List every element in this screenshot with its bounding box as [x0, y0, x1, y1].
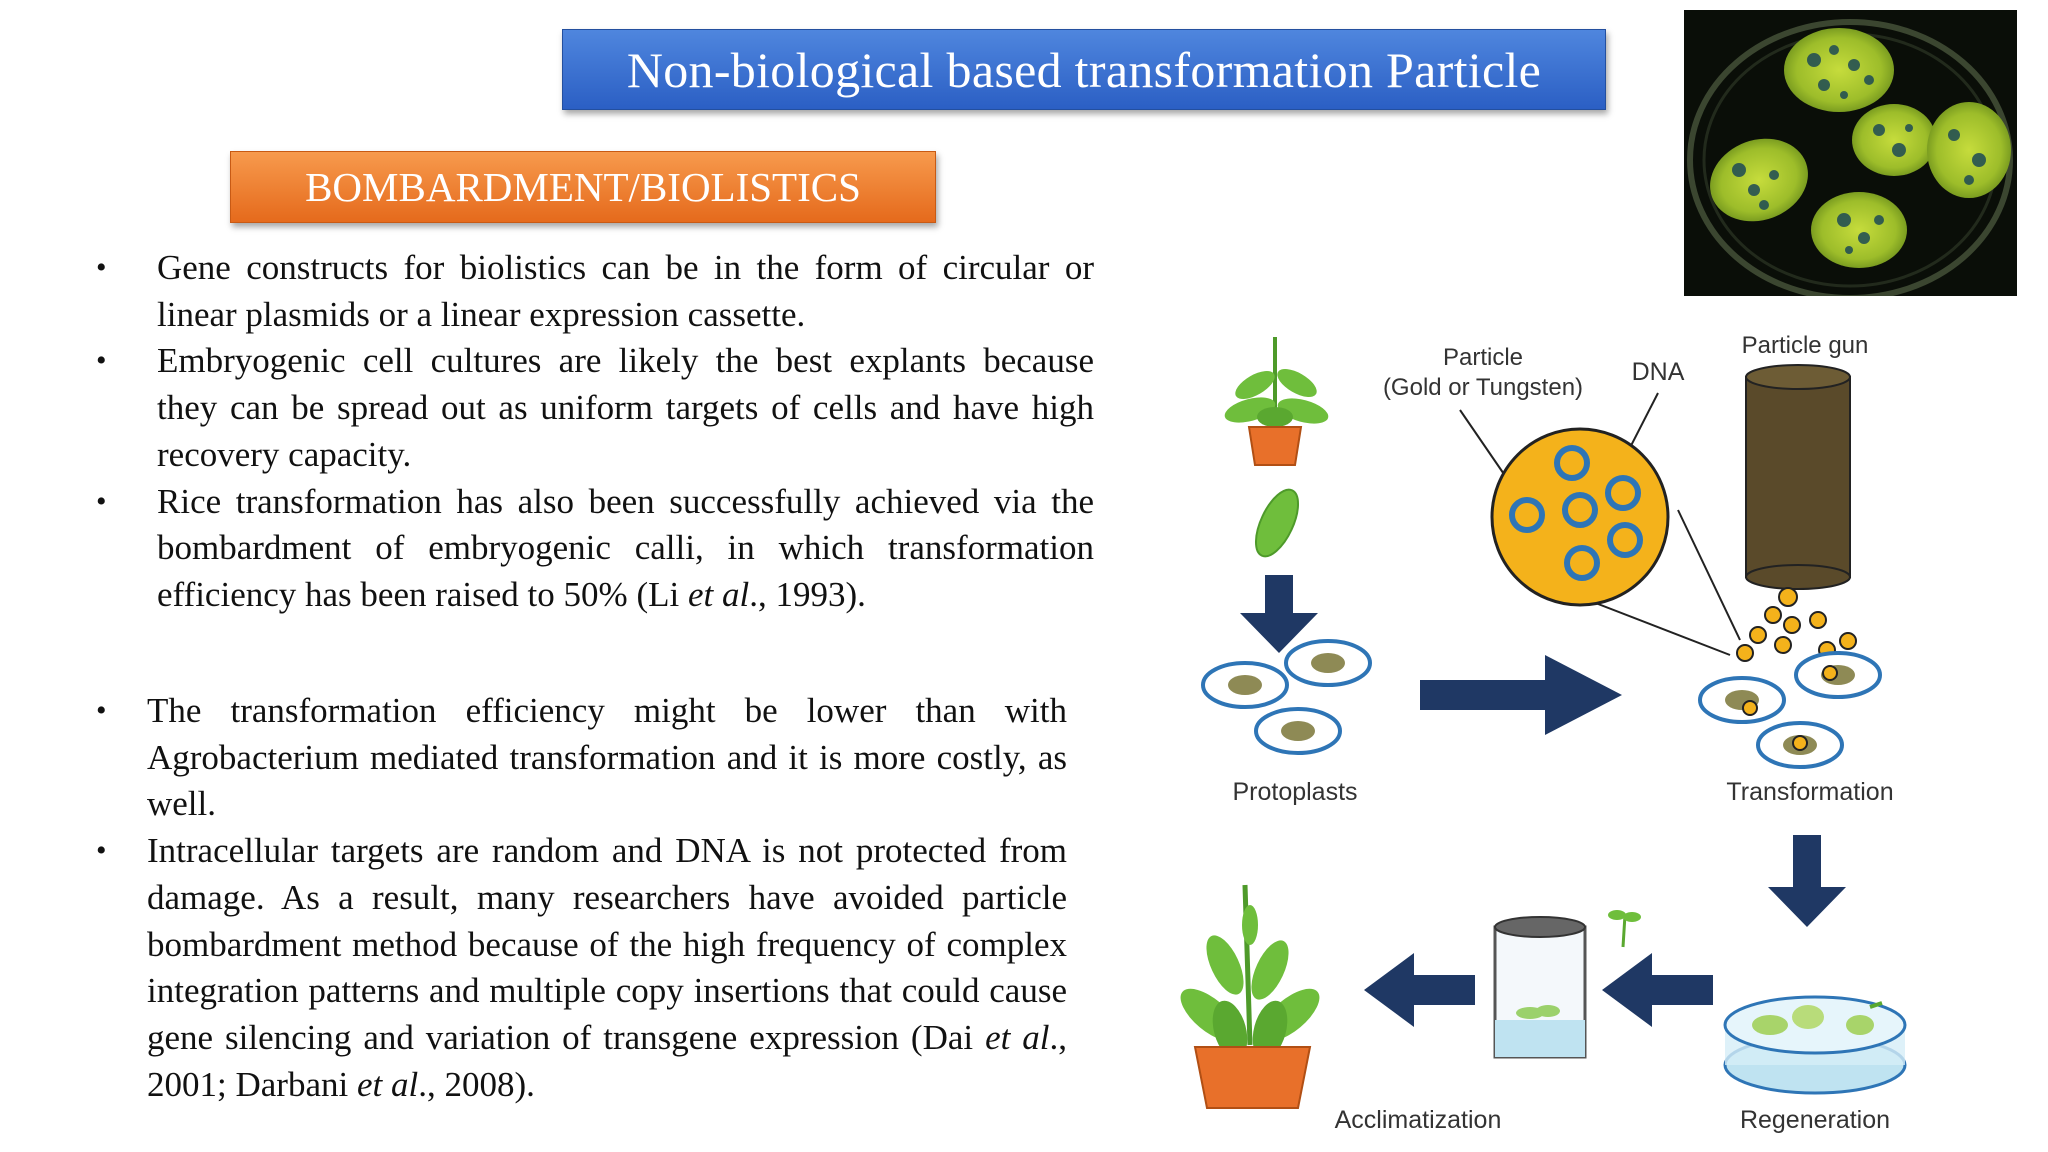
gold-particle-magnified-icon — [1490, 427, 1670, 607]
bullet-item: •Gene constructs for biolistics can be i… — [96, 245, 1094, 338]
slide-title: Non-biological based transformation Part… — [626, 41, 1542, 98]
arrow-right-icon — [1420, 655, 1622, 735]
transformed-cells-icon — [1698, 651, 1882, 769]
bullet-dot: • — [96, 834, 107, 868]
label-regeneration: Regeneration — [1740, 1106, 1890, 1134]
bullet-dot: • — [96, 344, 107, 378]
arrow-left-icon — [1602, 953, 1713, 1027]
culture-jar-icon — [1493, 910, 1641, 1059]
title-banner: Non-biological based transformation Part… — [562, 29, 1606, 110]
bullet-item: •Rice transformation has also been succe… — [96, 479, 1094, 619]
slide-subtitle: BOMBARDMENT/BIOLISTICS — [305, 164, 861, 210]
particle-gun-icon — [1745, 364, 1851, 590]
bullet-item: •Embryogenic cell cultures are likely th… — [96, 338, 1094, 478]
label-particle: Particle — [1443, 344, 1523, 371]
subtitle-banner: BOMBARDMENT/BIOLISTICS — [230, 151, 936, 223]
bullet-list-top: •Gene constructs for biolistics can be i… — [96, 245, 1094, 619]
arrow-down-icon — [1240, 575, 1318, 653]
label-protoplasts: Protoplasts — [1232, 778, 1357, 806]
small-plant-icon — [1224, 337, 1329, 466]
potted-plant-icon — [1180, 884, 1320, 1109]
arrow-left-icon — [1364, 953, 1475, 1027]
arrow-down-icon — [1768, 835, 1846, 927]
label-transformation: Transformation — [1726, 778, 1893, 806]
protoplasts-icon — [1201, 639, 1372, 755]
leaf-icon — [1254, 488, 1300, 558]
label-particle-gun: Particle gun — [1742, 332, 1869, 359]
bullet-dot: • — [96, 484, 107, 518]
bullet-item: •Intracellular targets are random and DN… — [96, 828, 1067, 1108]
bullet-list-bottom: •The transformation efficiency might be … — [96, 688, 1067, 1108]
particle-bombardment-diagram: Protoplasts Particle (Gold or Tungsten) … — [1180, 332, 1907, 1134]
petri-dish-icon — [1723, 995, 1907, 1095]
gus-stained-explants-photo — [1684, 10, 2017, 296]
bullet-dot: • — [96, 251, 107, 284]
label-acclimatization: Acclimatization — [1335, 1106, 1502, 1134]
bullet-dot: • — [96, 694, 107, 727]
label-dna: DNA — [1632, 358, 1685, 386]
label-particle-material: (Gold or Tungsten) — [1383, 374, 1583, 401]
bullet-item: •The transformation efficiency might be … — [96, 688, 1067, 828]
